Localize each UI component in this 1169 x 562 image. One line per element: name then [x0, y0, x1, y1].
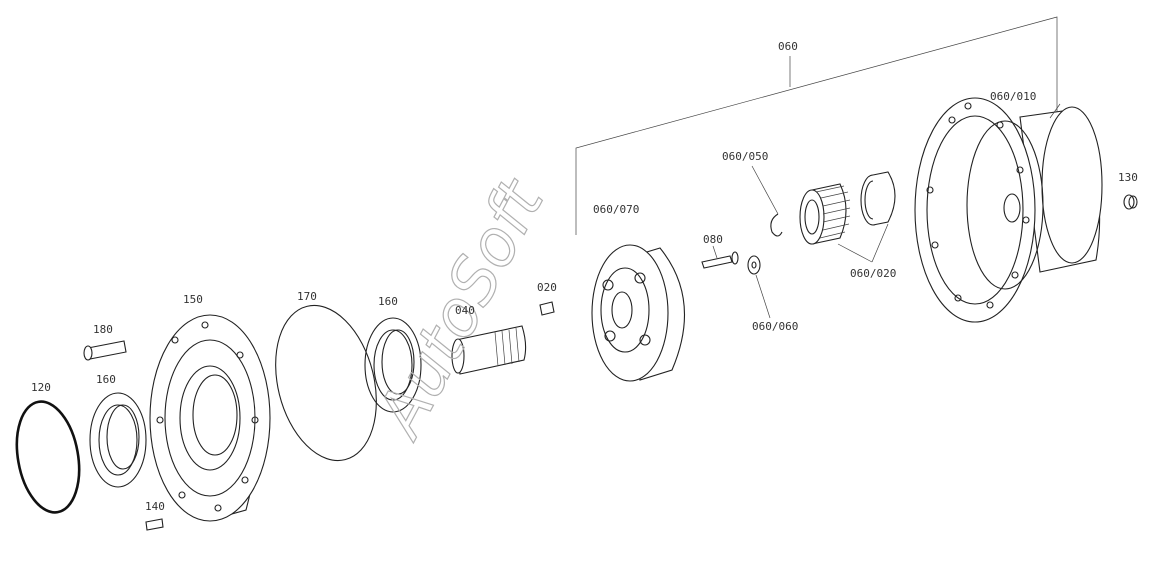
label-150: 150 — [183, 293, 203, 306]
label-180: 180 — [93, 323, 113, 336]
label-060-020: 060/020 — [850, 267, 896, 280]
part-080-bolt — [701, 251, 739, 269]
part-150-cover-flange — [149, 314, 271, 522]
label-060-070: 060/070 — [593, 203, 639, 216]
label-140: 140 — [145, 500, 165, 513]
part-020-pin — [539, 301, 555, 316]
label-060: 060 — [778, 40, 798, 53]
label-060-060: 060/060 — [752, 320, 798, 333]
part-180-stud — [83, 340, 127, 361]
part-060-050-circlip — [770, 213, 783, 237]
leader-lines — [712, 103, 1061, 319]
label-170: 170 — [297, 290, 317, 303]
label-160-lower: 160 — [96, 373, 116, 386]
part-170-o-ring — [275, 304, 377, 462]
part-160-seal-lower — [89, 392, 147, 488]
label-080: 080 — [703, 233, 723, 246]
label-060-050: 060/050 — [722, 150, 768, 163]
label-060-010: 060/010 — [990, 90, 1036, 103]
part-130-plug — [1123, 194, 1138, 210]
label-160-upper: 160 — [378, 295, 398, 308]
part-140-bolt — [145, 518, 164, 531]
assembly-bracket-060 — [575, 16, 1058, 235]
label-040: 040 — [455, 304, 475, 317]
label-120: 120 — [31, 381, 51, 394]
label-020: 020 — [537, 281, 557, 294]
part-060-010-housing — [914, 97, 1103, 323]
part-120-snap-ring — [15, 400, 81, 514]
label-130: 130 — [1118, 171, 1138, 184]
part-160-seal-upper — [364, 317, 422, 413]
part-060-060-washer — [747, 255, 761, 275]
part-040-splined-shaft — [451, 325, 527, 375]
part-060-070-planet-carrier — [591, 244, 686, 382]
part-060-020-gear-and-ring — [799, 171, 896, 245]
part-labels: 060 060/010 060/050 130 060/070 080 060/… — [31, 40, 1138, 513]
